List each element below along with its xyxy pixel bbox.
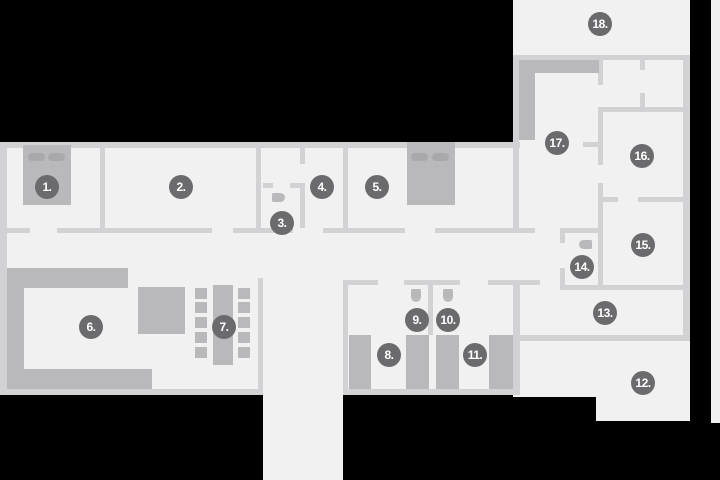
wall xyxy=(520,335,690,341)
wall xyxy=(513,280,520,395)
room-label-2: 2. xyxy=(169,175,193,199)
room-label-5: 5. xyxy=(365,175,389,199)
wall xyxy=(300,183,305,228)
room-label-14: 14. xyxy=(570,255,594,279)
wall xyxy=(560,228,600,233)
wall xyxy=(513,142,519,232)
wall xyxy=(57,228,212,233)
pillow xyxy=(411,153,428,161)
wall xyxy=(0,142,520,148)
wall xyxy=(290,183,305,188)
wall xyxy=(263,183,273,188)
room-label-3: 3. xyxy=(270,211,294,235)
wall xyxy=(513,55,690,60)
wall xyxy=(404,280,460,285)
bed xyxy=(436,335,459,389)
pillow xyxy=(28,153,45,161)
wall xyxy=(640,93,645,107)
room-label-15: 15. xyxy=(631,233,655,257)
bed xyxy=(407,142,455,205)
room-label-18: 18. xyxy=(588,12,612,36)
bed xyxy=(489,335,513,389)
room-label-13: 13. xyxy=(593,301,617,325)
toilet-icon xyxy=(272,193,285,202)
chair xyxy=(195,302,207,313)
wall xyxy=(300,148,305,164)
wall xyxy=(343,280,378,285)
wall xyxy=(343,148,348,228)
room-label-8: 8. xyxy=(377,343,401,367)
room-12-extension xyxy=(596,390,690,421)
wall xyxy=(428,285,433,335)
kitchen-counter xyxy=(7,369,152,389)
toilet-icon xyxy=(579,240,592,249)
entrance-corridor xyxy=(263,395,343,480)
kitchen-counter xyxy=(7,268,128,288)
chair xyxy=(195,317,207,328)
room-label-10: 10. xyxy=(436,308,460,332)
right-strip xyxy=(711,0,720,423)
sauna-bench xyxy=(519,60,599,73)
room-label-7: 7. xyxy=(212,315,236,339)
wall xyxy=(100,148,105,228)
pillow xyxy=(432,153,449,161)
wall xyxy=(343,389,518,395)
wall xyxy=(583,142,598,147)
wall xyxy=(435,228,535,233)
wall xyxy=(638,197,688,202)
wall xyxy=(640,60,645,70)
kitchen-counter xyxy=(7,268,24,389)
chair xyxy=(238,288,250,299)
room-label-6: 6. xyxy=(79,315,103,339)
chair xyxy=(238,317,250,328)
wall xyxy=(598,183,603,285)
chair xyxy=(238,332,250,343)
wall xyxy=(560,285,690,290)
wall xyxy=(233,228,293,233)
room-label-11: 11. xyxy=(463,343,487,367)
chair xyxy=(195,332,207,343)
pillow xyxy=(48,153,65,161)
chair xyxy=(195,347,207,358)
kitchen-island xyxy=(138,287,185,334)
wall xyxy=(343,280,348,395)
room-label-9: 9. xyxy=(405,308,429,332)
wall xyxy=(0,142,7,395)
chair xyxy=(195,288,207,299)
sauna-bench xyxy=(519,60,535,140)
toilet-icon xyxy=(443,289,453,302)
room-label-17: 17. xyxy=(545,131,569,155)
wall xyxy=(323,228,405,233)
bed xyxy=(406,335,429,389)
wall xyxy=(258,278,263,389)
chair xyxy=(238,347,250,358)
wall xyxy=(598,197,618,202)
wall xyxy=(513,55,519,145)
wall xyxy=(560,268,565,290)
wall xyxy=(598,107,603,165)
room-label-1: 1. xyxy=(35,175,59,199)
wall xyxy=(560,228,565,243)
room-label-12: 12. xyxy=(631,371,655,395)
chair xyxy=(238,302,250,313)
wall xyxy=(0,228,30,233)
wall xyxy=(256,148,261,228)
room-label-4: 4. xyxy=(310,175,334,199)
toilet-icon xyxy=(411,289,421,302)
room-label-16: 16. xyxy=(630,144,654,168)
wall xyxy=(598,60,603,85)
wall xyxy=(0,389,263,395)
wall xyxy=(598,107,688,112)
bed xyxy=(349,335,371,389)
